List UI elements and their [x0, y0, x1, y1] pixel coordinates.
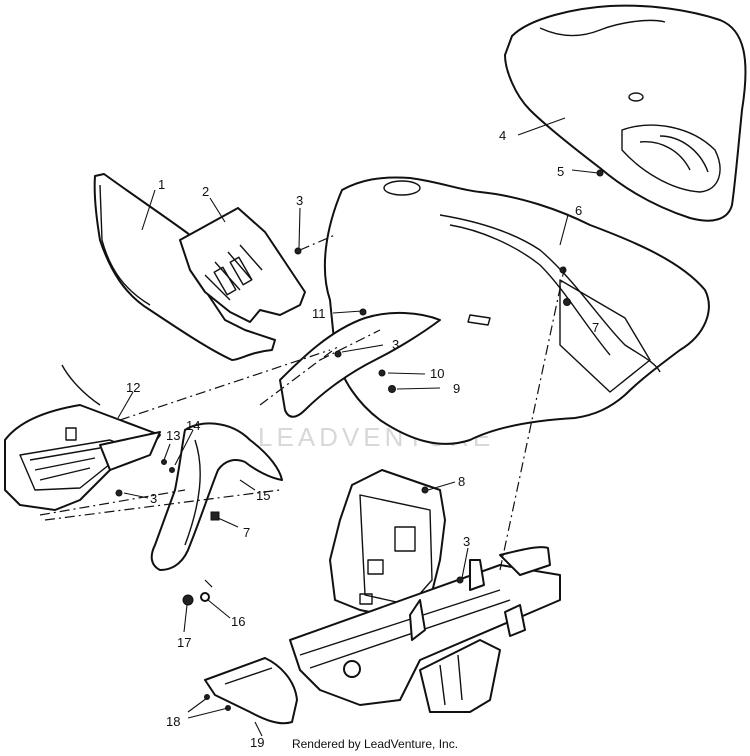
callout-4: 4 [499, 128, 506, 143]
part-fender-flare[interactable] [150, 311, 441, 571]
part-panel-insert[interactable] [179, 207, 306, 323]
callout-7: 7 [592, 320, 599, 335]
callout-17: 17 [177, 635, 191, 650]
callout-18: 18 [166, 714, 180, 729]
alignment-lines [39, 234, 566, 591]
callout-labels: 1 2 3 4 5 6 7 11 3 10 9 12 13 14 8 3 15 … [126, 128, 599, 750]
part-fender-cover[interactable] [323, 176, 710, 445]
callout-10: 10 [430, 366, 444, 381]
callout-13: 13 [166, 428, 180, 443]
part-frame[interactable] [289, 469, 561, 713]
leader-lines [117, 117, 599, 737]
callout-3: 3 [463, 534, 470, 549]
callout-6: 6 [575, 203, 582, 218]
callout-2: 2 [202, 184, 209, 199]
part-side-panel[interactable] [93, 173, 276, 361]
callout-14: 14 [186, 418, 200, 433]
callout-5: 5 [557, 164, 564, 179]
part-footrest[interactable] [4, 364, 161, 511]
callout-7: 7 [243, 525, 250, 540]
hardware [115, 169, 604, 711]
render-credit: Rendered by LeadVenture, Inc. [291, 737, 459, 751]
callout-3: 3 [150, 491, 157, 506]
callout-19: 19 [250, 735, 264, 750]
callout-16: 16 [231, 614, 245, 629]
part-seat[interactable] [504, 4, 747, 222]
callout-9: 9 [453, 381, 460, 396]
callout-15: 15 [256, 488, 270, 503]
callout-1: 1 [158, 177, 165, 192]
part-rear-guard[interactable] [204, 657, 298, 725]
callout-3: 3 [296, 193, 303, 208]
callout-8: 8 [458, 474, 465, 489]
callout-12: 12 [126, 380, 140, 395]
callout-11: 11 [312, 306, 326, 321]
callout-3: 3 [392, 337, 399, 352]
